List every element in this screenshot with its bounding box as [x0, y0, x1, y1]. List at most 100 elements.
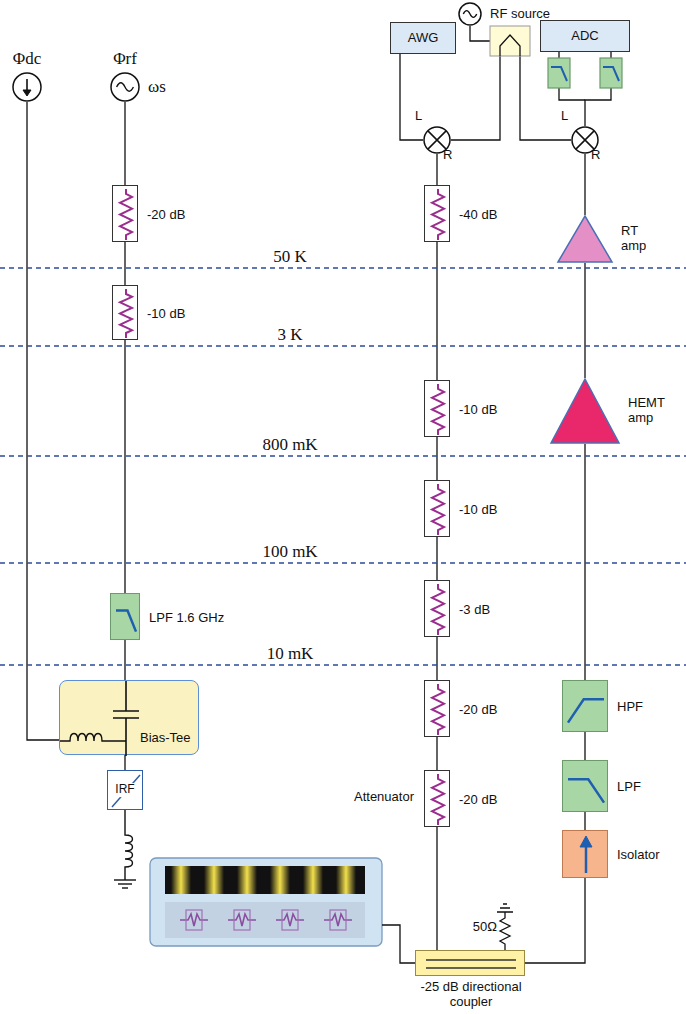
temperature-stage-label: 3 K: [277, 325, 302, 345]
feedline-wire: [382, 925, 415, 963]
quantum-chip: [150, 858, 382, 946]
node-label: Φdc: [13, 49, 41, 69]
rt-amplifier-symbol: [558, 216, 612, 262]
attenuator-box-graphic: [425, 481, 449, 536]
flux-dc-source: Φdc: [12, 72, 42, 102]
flux-coil: [125, 810, 133, 880]
flux-dc-source-symbol: [23, 90, 31, 96]
attenuator-box: -20 dB: [424, 680, 450, 737]
temperature-stage-line: [0, 455, 686, 456]
node-label: -10 dB: [147, 306, 185, 321]
low-pass-filter-symbol: [116, 610, 136, 631]
low-pass-filter-symbol: [568, 779, 604, 802]
quantum-chip: [165, 866, 365, 894]
signal-wire: [124, 102, 125, 185]
quantum-chip: [165, 902, 365, 938]
node-label: -10 dB: [459, 402, 497, 417]
rt-amplifier: RT amp: [557, 215, 613, 263]
signal-wire: [584, 154, 585, 215]
temperature-stage-label: 100 mK: [262, 542, 317, 562]
mixer-symbol: [576, 131, 594, 149]
attenuator-box: -10 dB: [424, 480, 450, 537]
node-label: LPF 1.6 GHz: [149, 610, 224, 625]
adc-filter: [548, 58, 570, 88]
isolator-symbol: [580, 836, 592, 847]
node-label: -40 dB: [459, 207, 497, 222]
temperature-stage-label: 800 mK: [262, 435, 317, 455]
signal-wire: [124, 640, 125, 680]
flux-rf-source: Φrfωs: [110, 72, 140, 102]
signal-wire: [436, 827, 437, 950]
attenuator-box-graphic: [425, 186, 449, 241]
node-label: HEMT amp: [628, 396, 678, 426]
signal-wire: [436, 154, 437, 185]
directional-coupler-graphic: [416, 951, 524, 975]
power-splitter: [500, 35, 520, 56]
infrared-filter-symbol: [112, 775, 140, 807]
node-label: L: [415, 109, 422, 124]
rf-source-symbol: [459, 3, 481, 25]
adc-filter: [603, 67, 619, 81]
lo-distribution-wire: [520, 56, 571, 140]
node-label: -20 dB: [147, 207, 185, 222]
rf-source: RF source: [458, 2, 482, 26]
signal-wire: [584, 812, 585, 830]
quantum-chip: [165, 866, 365, 894]
mixer: LR: [423, 126, 451, 154]
signal-wire: [27, 102, 59, 740]
node-label: HPF: [617, 700, 643, 715]
node-label: L: [561, 109, 568, 124]
attenuator-box-graphic: [425, 681, 449, 736]
node-label: Φrf: [113, 49, 137, 69]
attenuator-box: -3 dB: [424, 580, 450, 637]
flux-dc-source-graphic: [12, 72, 42, 102]
signal-wire: [584, 732, 585, 760]
node-label: RT amp: [621, 224, 655, 254]
signal-wire: [400, 54, 423, 140]
node-label: -10 dB: [459, 502, 497, 517]
rt-amplifier-graphic: [557, 215, 613, 263]
directional-coupler-symbol: [426, 960, 516, 968]
high-pass-filter: HPF: [562, 680, 608, 732]
quantum-chip: [276, 910, 304, 930]
termination-resistor: [497, 904, 513, 950]
low-pass-filter: LPF 1.6 GHz: [110, 593, 140, 640]
low-pass-filter-graphic: [563, 761, 607, 811]
signal-wire: [525, 878, 585, 963]
quantum-chip: [180, 910, 208, 930]
high-pass-filter-graphic: [563, 681, 607, 731]
directional-coupler: -25 dB directional coupler: [415, 950, 525, 976]
node-label: Bias-Tee: [140, 731, 191, 746]
ground-symbol: [122, 887, 128, 888]
temperature-stage-line: [0, 345, 686, 346]
temperature-stage-line: [0, 562, 686, 563]
attenuator-box-symbol: [120, 189, 132, 240]
signal-wire: [584, 263, 585, 378]
attenuator-box-symbol: [432, 189, 444, 240]
attenuator-box: -10 dB: [424, 380, 450, 437]
temperature-stage-label: 10 mK: [267, 644, 314, 664]
node-label: -25 dB directional coupler: [401, 980, 541, 1010]
bias-tee: Bias-Tee: [59, 680, 199, 755]
attenuator-box: -10 dB: [112, 285, 138, 340]
power-splitter: [490, 26, 530, 56]
quantum-chip: [324, 910, 352, 930]
node-label: ωs: [148, 77, 166, 97]
attenuator-box-graphic: [113, 286, 137, 339]
ground-symbol: [114, 879, 136, 880]
temperature-stage-line: [0, 664, 686, 665]
mixer: LR: [571, 126, 599, 154]
hemt-amplifier: HEMT amp: [550, 378, 620, 444]
signal-wire: [124, 755, 125, 770]
signal-wire: [436, 737, 437, 770]
rf-source-graphic: [458, 2, 482, 26]
attenuator-box: -20 dB: [112, 185, 138, 242]
attenuator-box-symbol: [432, 484, 444, 535]
isolator-symbol: [585, 845, 588, 873]
adc-box: ADC: [540, 20, 630, 52]
isolator: Isolator: [562, 830, 608, 878]
temperature-stage-line: [0, 267, 686, 268]
node-label: -20 dB: [459, 702, 497, 717]
low-pass-filter-graphic: [111, 594, 139, 639]
